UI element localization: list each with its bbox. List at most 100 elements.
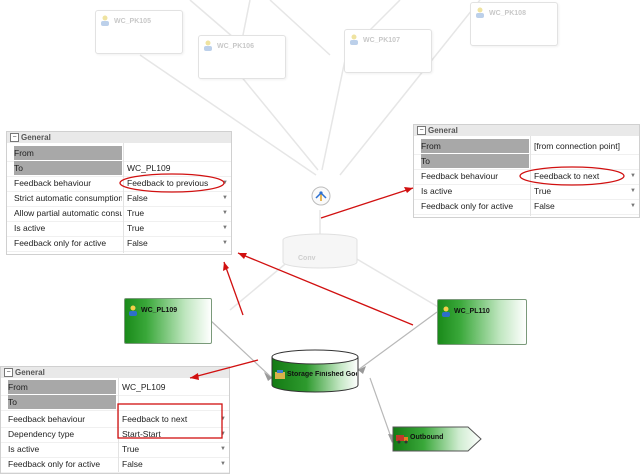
property-row-from[interactable]: From WC_PL109 [1, 380, 229, 396]
node-label: WC_PL109 [141, 307, 178, 314]
node-label: Conv [298, 255, 316, 262]
column-separator [118, 378, 119, 472]
property-key: Strict automatic consumption [14, 193, 122, 203]
property-row-to[interactable]: To WC_PL109 [7, 161, 231, 177]
property-key: From [8, 380, 116, 394]
node-outbound[interactable]: Outbound [392, 426, 482, 452]
node-wc-pl109[interactable]: WC_PL109 [124, 298, 212, 344]
node-label: Outbound [410, 434, 444, 441]
node-label: WC_PK107 [363, 37, 400, 44]
property-row-is-active[interactable]: Is active True ▼ [1, 442, 229, 458]
user-icon [349, 34, 359, 45]
property-key: From [421, 139, 529, 153]
node-label: WC_PK105 [114, 18, 151, 25]
property-row-dependency-type[interactable]: Dependency type Start-Start ▼ [1, 427, 229, 443]
properties-panel-right: − General From [from connection point] T… [413, 124, 640, 218]
property-row-is-active[interactable]: Is active True ▼ [7, 221, 231, 237]
property-key: To [421, 154, 529, 168]
dropdown-arrow-icon[interactable]: ▼ [220, 431, 226, 437]
user-icon [203, 40, 213, 51]
property-value[interactable]: True [122, 444, 140, 454]
properties-panel-bottom: − General From WC_PL109 To Feedback beha… [0, 366, 230, 474]
dropdown-arrow-icon[interactable]: ▼ [220, 416, 226, 422]
property-row-from[interactable]: From [7, 146, 231, 162]
properties-panel-left: − General From To WC_PL109 Feedback beha… [6, 131, 232, 255]
dropdown-arrow-icon[interactable]: ▼ [222, 240, 228, 246]
collapse-toggle-icon[interactable]: − [4, 368, 13, 377]
splitter-icon [311, 186, 331, 206]
property-value[interactable]: True [127, 223, 145, 233]
property-value[interactable]: Feedback to next [122, 414, 188, 424]
property-row-feedback-behaviour[interactable]: Feedback behaviour Feedback to previous … [7, 176, 231, 192]
collapse-toggle-icon[interactable]: − [10, 133, 19, 142]
dropdown-arrow-icon[interactable]: ▼ [220, 461, 226, 467]
property-value[interactable]: True [534, 186, 552, 196]
column-separator [530, 136, 531, 216]
node-label: WC_PK106 [217, 43, 254, 50]
property-key: Dependency type [8, 429, 75, 439]
property-key: Is active [421, 186, 453, 196]
property-row-feedback-only[interactable]: Feedback only for active False ▼ [7, 236, 231, 252]
property-value[interactable]: WC_PL109 [122, 382, 166, 392]
property-key: Feedback only for active [14, 238, 107, 248]
property-row-feedback-only[interactable]: Feedback only for active False ▼ [1, 457, 229, 473]
property-value[interactable]: False [127, 238, 148, 248]
storage-icon [275, 370, 285, 380]
property-key: Is active [8, 444, 40, 454]
dropdown-arrow-icon[interactable]: ▼ [630, 188, 636, 194]
node-wc-pk107[interactable]: WC_PK107 [344, 29, 432, 73]
property-value[interactable]: False [127, 193, 148, 203]
panel-title: General [428, 126, 458, 135]
collapse-toggle-icon[interactable]: − [417, 126, 426, 135]
conv-storage[interactable]: Conv [282, 233, 358, 269]
property-value[interactable]: Start-Start [122, 429, 161, 439]
property-row-feedback-only[interactable]: Feedback only for active False ▼ [414, 199, 639, 215]
property-row-strict-automatic[interactable]: Strict automatic consumption False ▼ [7, 191, 231, 207]
panel-header[interactable]: − General [414, 125, 639, 136]
dropdown-arrow-icon[interactable]: ▼ [222, 195, 228, 201]
property-value[interactable]: Feedback to previous [127, 178, 209, 188]
property-row-to[interactable]: To [414, 154, 639, 170]
property-row-from[interactable]: From [from connection point] [414, 139, 639, 155]
property-row-is-active[interactable]: Is active True ▼ [414, 184, 639, 200]
panel-header[interactable]: − General [7, 132, 231, 143]
node-label: WC_PK108 [489, 10, 526, 17]
dropdown-arrow-icon[interactable]: ▼ [630, 173, 636, 179]
truck-icon [396, 434, 408, 444]
user-icon [128, 305, 138, 316]
property-key: Feedback only for active [8, 459, 101, 469]
property-row-feedback-behaviour[interactable]: Feedback behaviour Feedback to next ▼ [1, 412, 229, 428]
property-value[interactable]: Feedback to next [534, 171, 600, 181]
property-row-to[interactable]: To [1, 395, 229, 411]
property-key: To [14, 161, 122, 175]
dropdown-arrow-icon[interactable]: ▼ [222, 210, 228, 216]
dropdown-arrow-icon[interactable]: ▼ [630, 203, 636, 209]
node-wc-pk106[interactable]: WC_PK106 [198, 35, 286, 79]
user-icon [441, 306, 451, 317]
property-key: Feedback behaviour [14, 178, 92, 188]
splitter-node[interactable] [311, 186, 331, 206]
property-key: From [14, 146, 122, 160]
panel-title: General [21, 133, 51, 142]
property-value[interactable]: False [122, 459, 143, 469]
dropdown-arrow-icon[interactable]: ▼ [222, 225, 228, 231]
property-key: Allow partial automatic consumption [14, 208, 122, 218]
property-value[interactable]: True [127, 208, 145, 218]
panel-title: General [15, 368, 45, 377]
property-value[interactable]: False [534, 201, 555, 211]
property-key: Feedback only for active [421, 201, 514, 211]
panel-header[interactable]: − General [1, 367, 229, 378]
property-value[interactable]: [from connection point] [534, 141, 620, 151]
node-label: Storage Finished Goods [287, 371, 357, 378]
property-row-feedback-behaviour[interactable]: Feedback behaviour Feedback to next ▼ [414, 169, 639, 185]
user-icon [100, 15, 110, 26]
node-wc-pl110[interactable]: WC_PL110 [437, 299, 527, 345]
property-row-allow-partial[interactable]: Allow partial automatic consumption True… [7, 206, 231, 222]
property-key: To [8, 395, 116, 409]
property-value[interactable]: WC_PL109 [127, 163, 171, 173]
node-wc-pk108[interactable]: WC_PK108 [470, 2, 558, 46]
node-wc-pk105[interactable]: WC_PK105 [95, 10, 183, 54]
storage-finished-goods[interactable]: Storage Finished Goods [271, 349, 359, 393]
dropdown-arrow-icon[interactable]: ▼ [220, 446, 226, 452]
dropdown-arrow-icon[interactable]: ▼ [222, 180, 228, 186]
